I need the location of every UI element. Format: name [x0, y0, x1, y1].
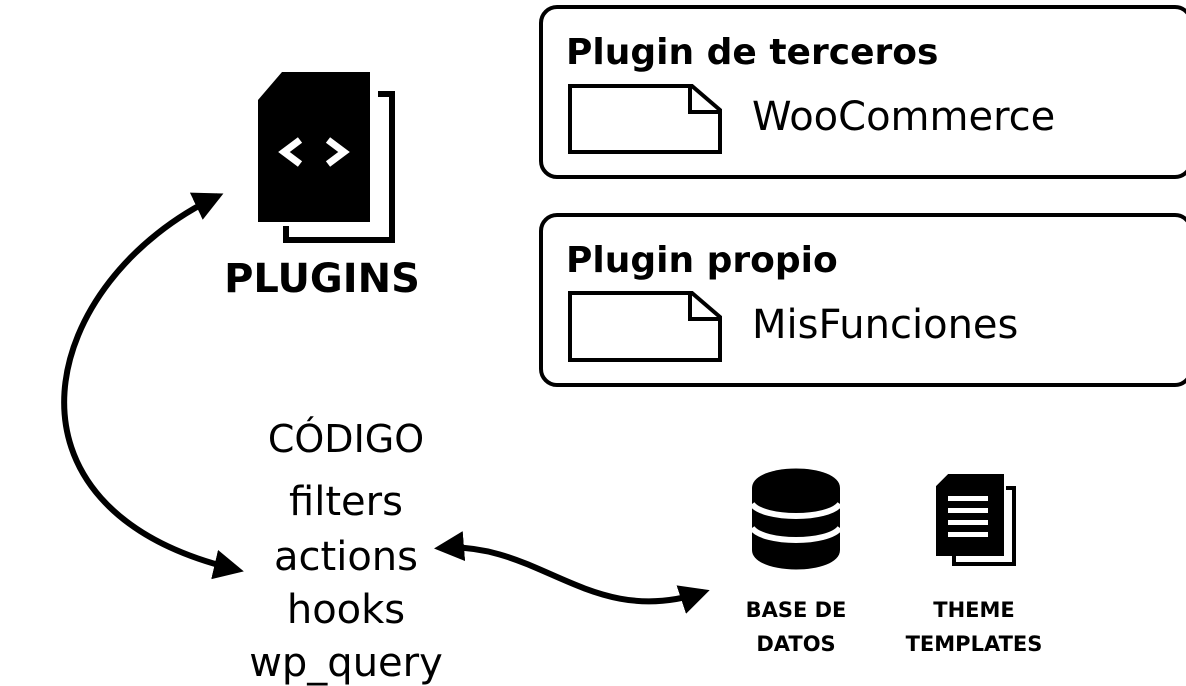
file-icon: [568, 84, 722, 154]
theme-label-line2: TEMPLATES: [906, 632, 1043, 656]
plugin-card-third-party: Plugin de terceros WooCommerce: [539, 5, 1186, 179]
card-item: WooCommerce: [752, 94, 1055, 140]
file-icon: [568, 291, 722, 362]
database-icon: [749, 468, 843, 570]
plugin-card-own: Plugin propio MisFunciones: [539, 213, 1186, 387]
arrow-code-database: [434, 531, 710, 614]
code-item-hooks: hooks: [287, 587, 405, 633]
theme-label-line1: THEME: [933, 598, 1015, 622]
document-stack-icon: [936, 474, 1016, 566]
code-file-stack-icon: [256, 70, 395, 243]
code-item-actions: actions: [274, 534, 418, 580]
plugins-title: PLUGINS: [224, 256, 420, 302]
arrow-plugins-code: [61, 192, 244, 580]
database-label-line1: BASE DE: [746, 598, 847, 622]
card-item: MisFunciones: [752, 302, 1018, 348]
code-title: CÓDIGO: [268, 417, 424, 461]
card-heading: Plugin propio: [566, 240, 838, 281]
card-heading: Plugin de terceros: [566, 32, 938, 73]
database-label-line2: DATOS: [756, 632, 835, 656]
code-item-filters: filters: [289, 479, 403, 525]
code-item-wp-query: wp_query: [249, 640, 443, 686]
